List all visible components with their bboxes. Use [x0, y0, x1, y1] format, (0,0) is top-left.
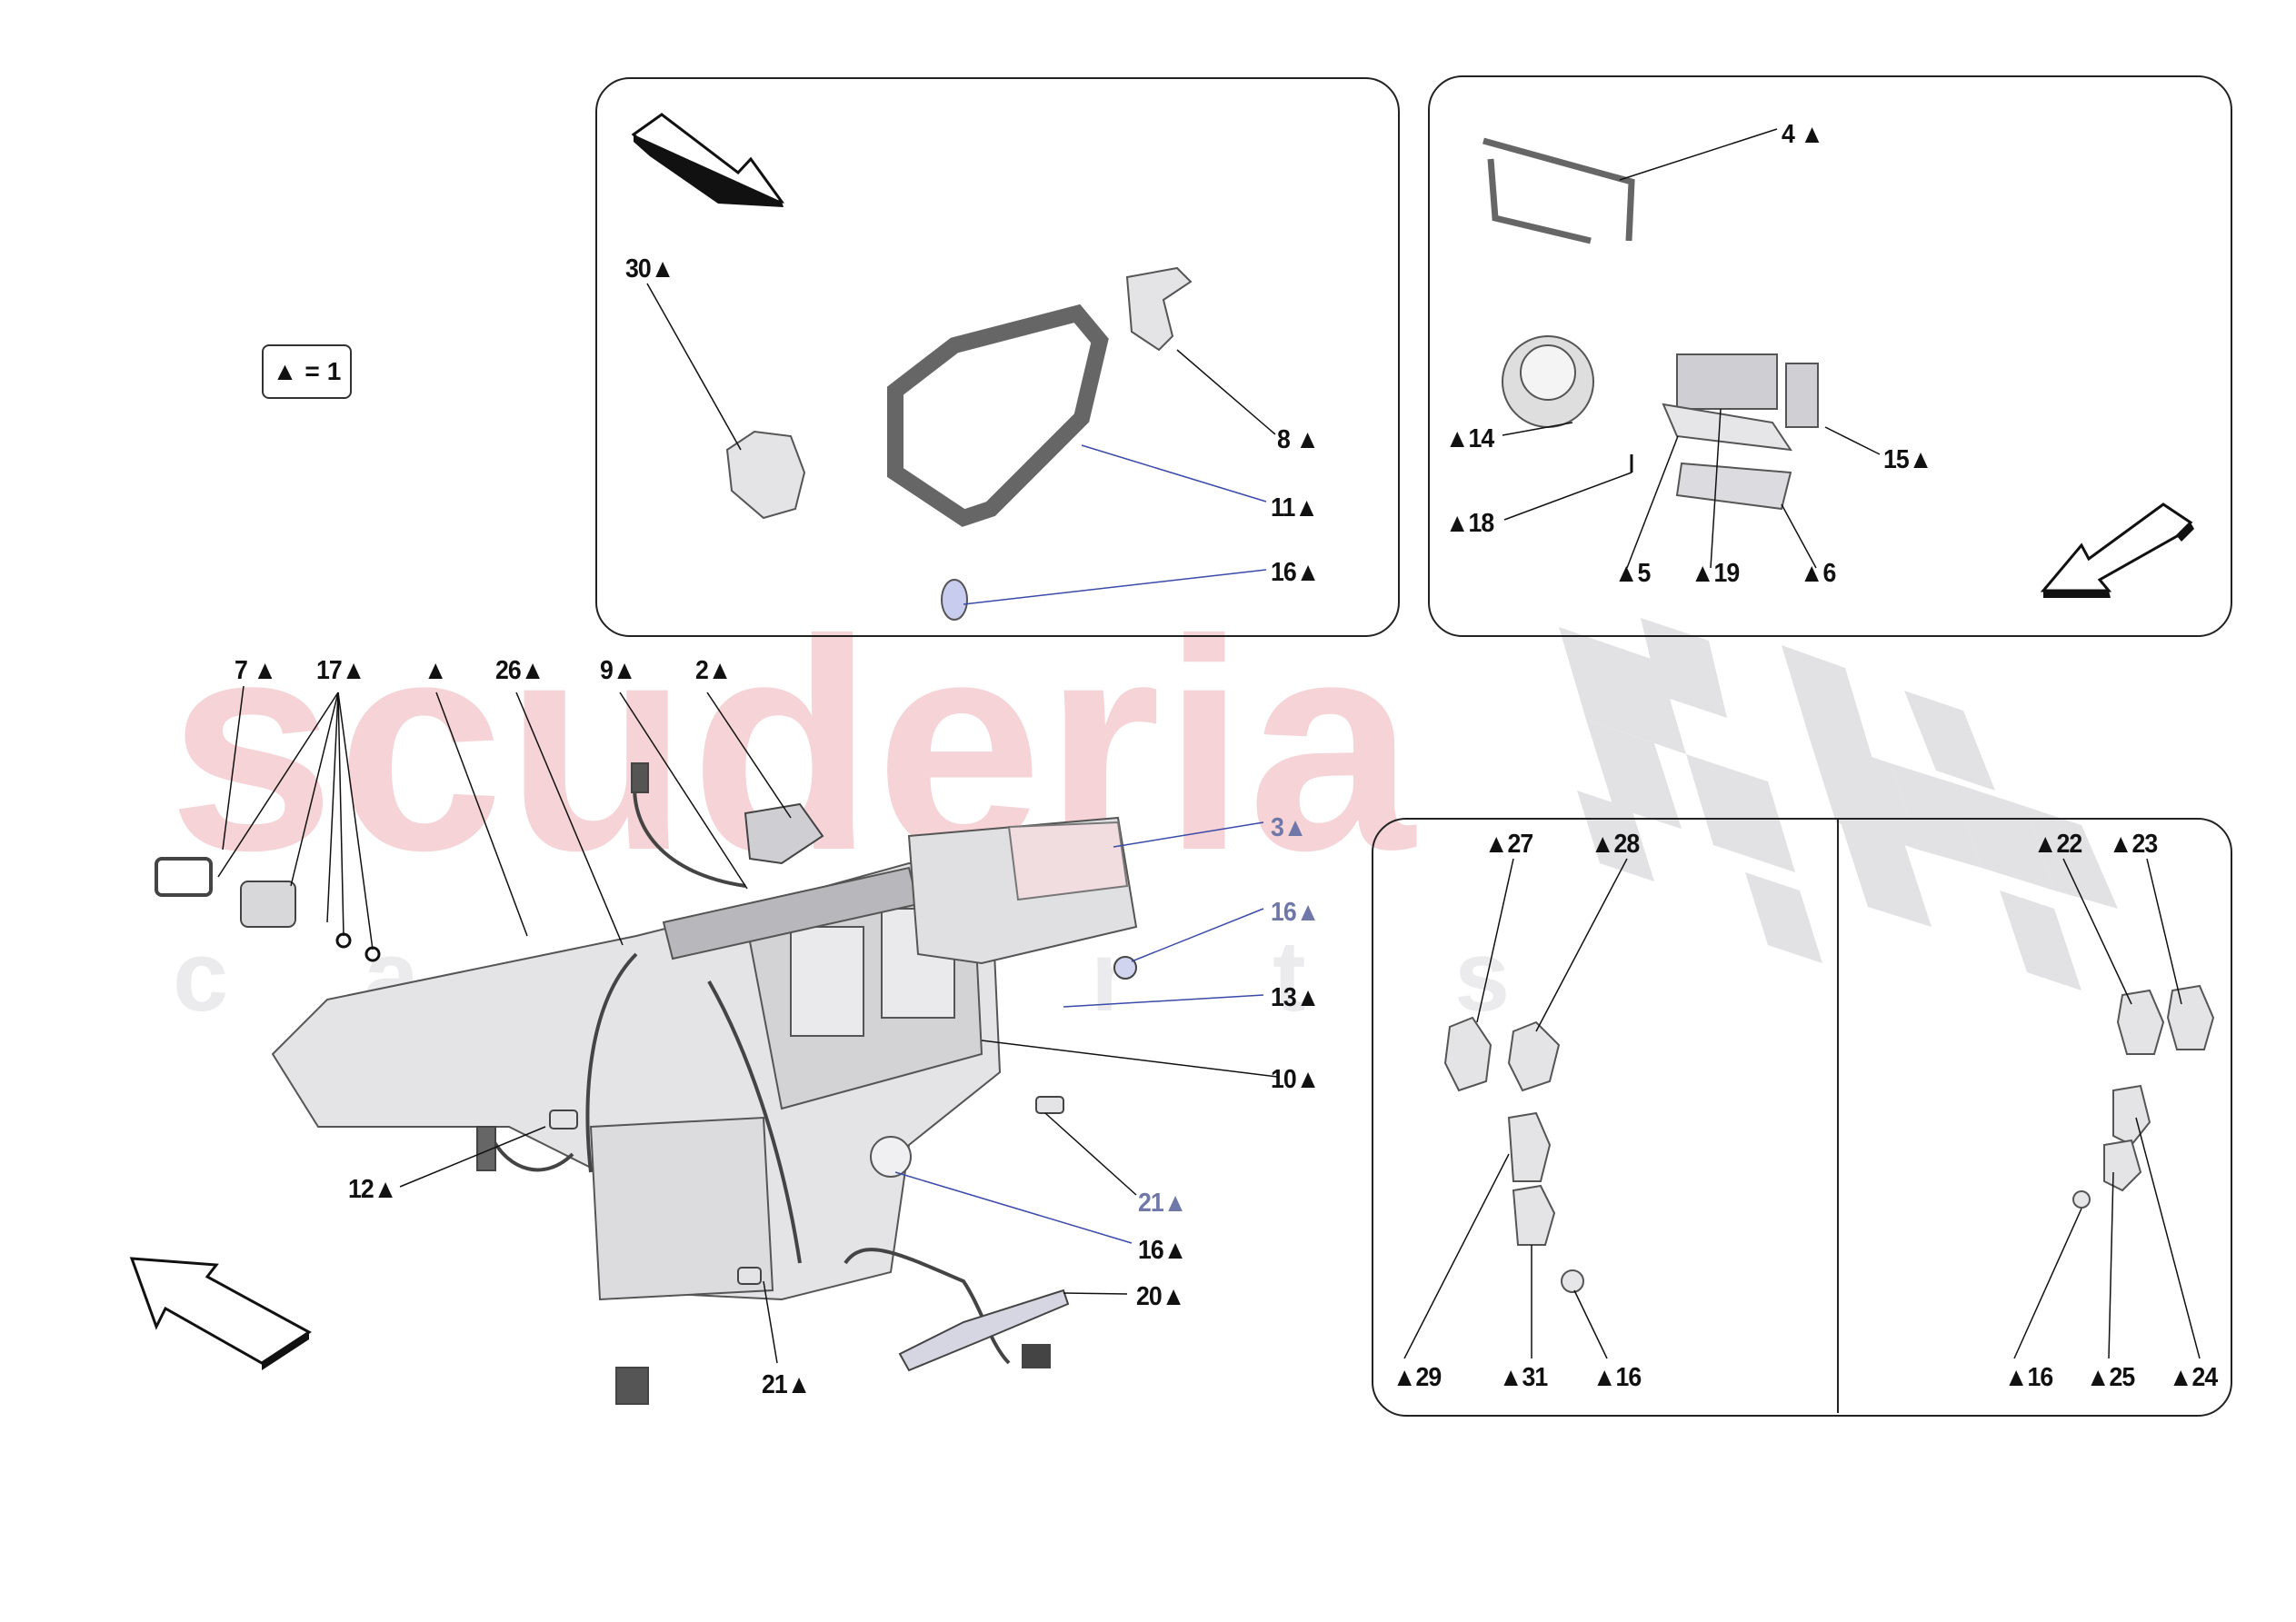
leader-lines-blue [894, 821, 1264, 1244]
part-label-assembly[interactable]: ▲ [424, 656, 447, 685]
bracket-6 [1675, 462, 1792, 511]
panel1-leaders [646, 283, 1276, 451]
part-label-17[interactable]: 17▲ [316, 656, 365, 685]
part-label-16-panel1[interactable]: 16▲ [1271, 558, 1320, 587]
part-label-26[interactable]: 26▲ [495, 656, 544, 685]
part-label-18[interactable]: ▲18 [1445, 509, 1494, 538]
grommet-16-p3b [2072, 1190, 2091, 1209]
connector-bottom [615, 1367, 649, 1405]
sensor-connector [631, 762, 649, 793]
part-label-7[interactable]: 7 ▲ [235, 656, 277, 685]
actuator-23 [2166, 984, 2215, 1050]
part-label-28[interactable]: ▲28 [1591, 830, 1640, 859]
seal-4 [1482, 137, 1635, 242]
part-label-30[interactable]: 30▲ [625, 254, 674, 284]
actuator-27 [1443, 1016, 1492, 1092]
part-label-2[interactable]: 2▲ [695, 656, 732, 685]
actuator-28 [1507, 1020, 1561, 1092]
part-label-16-p3-right[interactable]: ▲16 [2004, 1363, 2053, 1392]
part-label-29[interactable]: ▲29 [1393, 1363, 1442, 1392]
small-parts [155, 762, 1137, 1405]
part-label-10[interactable]: 10▲ [1271, 1065, 1320, 1094]
resistor-15 [1785, 363, 1819, 428]
part-label-20[interactable]: 20▲ [1136, 1282, 1185, 1311]
leader-lines-main [217, 685, 1278, 1364]
panel1-parts [725, 266, 1193, 621]
actuator-29 [1507, 1111, 1552, 1182]
panel3-leaders [1403, 858, 2201, 1359]
part-label-22[interactable]: ▲22 [2033, 830, 2082, 859]
part-label-14[interactable]: ▲14 [1445, 424, 1494, 453]
part-label-25[interactable]: ▲25 [2086, 1363, 2135, 1392]
part-label-6[interactable]: ▲6 [1800, 559, 1836, 588]
actuator-31 [1512, 1184, 1556, 1246]
seal-8 [1125, 266, 1193, 352]
detail-panel-bottom-right [1372, 818, 2232, 1417]
panel-divider [1837, 818, 1839, 1413]
bracket-20 [898, 1289, 1070, 1372]
part-label-21-right[interactable]: 21▲ [1138, 1189, 1187, 1218]
part-label-16-main[interactable]: 16▲ [1271, 898, 1320, 927]
part-label-21-bottom[interactable]: 21▲ [762, 1370, 811, 1399]
actuator-24 [2112, 1084, 2151, 1147]
expansion-valve [240, 881, 296, 928]
part-label-11[interactable]: 11▲ [1271, 493, 1319, 522]
part-label-27[interactable]: ▲27 [1484, 830, 1533, 859]
actuator-2 [744, 802, 824, 865]
grommet-16 [1113, 956, 1137, 980]
legend-equals: = [304, 357, 320, 385]
grommet-16-p3a [1561, 1269, 1584, 1293]
triangle-icon: ▲ [272, 357, 298, 385]
grommet-16-panel1 [941, 579, 968, 621]
panel2-leaders [1502, 128, 1881, 569]
direction-arrow-top-middle [631, 113, 785, 207]
seal-11 [887, 304, 1109, 527]
detail-panel-top-right [1428, 75, 2232, 637]
direction-arrow-bottom-left [129, 1257, 312, 1370]
actuator-25 [2103, 1139, 2142, 1192]
part-label-24[interactable]: ▲24 [2169, 1363, 2218, 1392]
part-label-9[interactable]: 9▲ [600, 656, 636, 685]
part-label-16-p3-left[interactable]: ▲16 [1592, 1363, 1642, 1392]
bracket-7 [155, 857, 213, 897]
cover-5 [1662, 403, 1793, 452]
part-label-8[interactable]: 8 ▲ [1277, 425, 1320, 454]
legend-value: 1 [326, 357, 342, 385]
part-label-23[interactable]: ▲23 [2109, 830, 2158, 859]
hvac-main-housing [271, 816, 1138, 1301]
part-label-3[interactable]: 3▲ [1271, 813, 1307, 842]
part-label-19[interactable]: ▲19 [1691, 559, 1740, 588]
sensor-21 [737, 1267, 762, 1285]
part-label-31[interactable]: ▲31 [1499, 1363, 1548, 1392]
part-label-15[interactable]: 15▲ [1883, 445, 1932, 474]
direction-arrow-top-right [2040, 503, 2194, 598]
detail-panel-top-middle [595, 77, 1400, 637]
part-label-13[interactable]: 13▲ [1271, 983, 1320, 1012]
panel2-parts [1482, 137, 1819, 511]
panel3-parts [1443, 984, 2215, 1293]
actuator-30 [725, 430, 806, 520]
filter-19 [1676, 353, 1778, 410]
legend-box: ▲ = 1 [262, 344, 352, 399]
part-label-16-lower[interactable]: 16▲ [1138, 1236, 1187, 1265]
part-label-5[interactable]: ▲5 [1614, 559, 1651, 588]
actuator-22 [2116, 989, 2165, 1055]
connector-12 [476, 1126, 496, 1171]
part-label-12[interactable]: 12▲ [348, 1175, 397, 1204]
part-label-4[interactable]: 4 ▲ [1782, 120, 1824, 149]
